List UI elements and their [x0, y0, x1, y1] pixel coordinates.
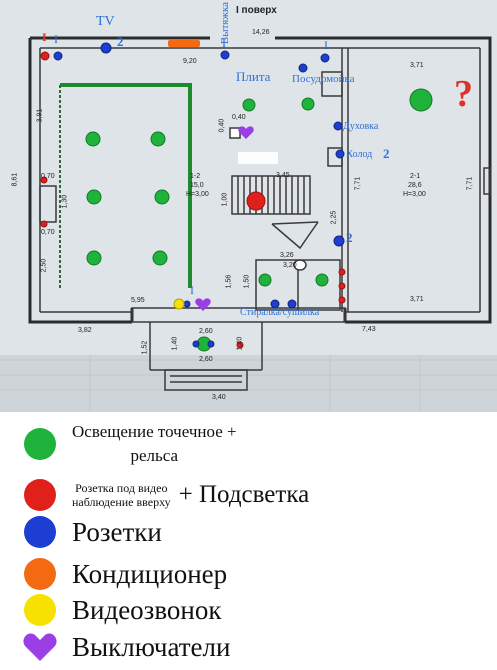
legend-label: Розетка под видео — [75, 481, 168, 495]
dim-label: 3,45 — [276, 172, 290, 179]
dim-label: 3,20 — [283, 262, 297, 269]
dim-label: 3,71 — [410, 296, 424, 303]
dim-label: 2,60 — [199, 328, 213, 335]
dim-label: 3,91 — [36, 108, 44, 123]
legend-label: рельса — [130, 446, 179, 465]
dim-label: 5,95 — [131, 297, 145, 304]
legend-item-lighting: Освещение точечное + рельса — [22, 420, 237, 468]
dim-label: 3,26 — [280, 252, 294, 259]
dim-label: 2,60 — [199, 356, 213, 363]
mark-2: I — [54, 32, 58, 46]
dim-label: 0,70 — [41, 173, 55, 180]
floor-plan-drawing — [0, 36, 497, 412]
mark-4: I — [324, 38, 328, 52]
question-mark: ? — [454, 73, 473, 115]
dim-label: 7,71 — [466, 176, 474, 191]
dim-label: 7,71 — [354, 176, 362, 191]
fridge-label: Холод — [346, 149, 373, 160]
legend-label: наблюдение вверху — [72, 495, 171, 509]
dim-label: 15,0 — [190, 182, 204, 189]
dim-label: 1,50 — [243, 274, 251, 289]
legend-label-extra: + Подсветка — [178, 481, 310, 508]
stove-label: Плита — [236, 69, 271, 84]
blue-circle-icon — [24, 516, 56, 548]
green-circle-icon — [24, 428, 56, 460]
fridge-number-label: 2 — [383, 146, 390, 161]
dim-label: 1,40 — [236, 336, 244, 351]
dim-label: 28,6 — [408, 182, 422, 189]
mark-5: I — [190, 283, 194, 297]
dim-label: 1,30 — [61, 194, 69, 209]
red-mark: I — [42, 30, 47, 44]
purple-heart-icon — [23, 633, 57, 661]
right-number-label: 2 — [346, 230, 353, 245]
dim-label: H=3,00 — [186, 191, 209, 198]
tv-label: TV — [96, 14, 115, 29]
dim-label: 2,25 — [330, 210, 338, 225]
dim-label: 0,40 — [232, 114, 246, 121]
dim-label: 1,00 — [221, 192, 229, 207]
legend-label: Кондиционер — [72, 558, 228, 589]
yellow-circle-icon — [24, 594, 56, 626]
orange-circle-icon — [24, 558, 56, 590]
dim-label: H=3,00 — [403, 191, 426, 198]
dim-label: 1-2 — [190, 173, 201, 180]
dim-label: 14,26 — [252, 29, 270, 36]
dishwasher-label: Посудомойка — [292, 73, 355, 85]
legend-item-red-socket: Розетка под видео наблюдение вверху + По… — [22, 477, 309, 513]
mark-3: I — [222, 36, 226, 50]
legend-label: Освещение точечное + — [72, 422, 237, 441]
dim-label: 3,82 — [78, 327, 92, 334]
laundry-label: Стиралка/сушилка — [240, 307, 320, 318]
legend-label: Видеозвонок — [72, 594, 222, 625]
dim-label: 9,20 — [183, 58, 197, 65]
legend-item-switches: Выключатели — [22, 630, 230, 664]
floor-plan: I поверх TV 2 Вытяжка Плита Посудомойка … — [0, 0, 497, 412]
legend-label: Выключатели — [72, 631, 231, 662]
legend-item-sockets: Розетки — [22, 514, 162, 550]
dim-label: 2-1 — [410, 173, 421, 180]
legend-item-ac: Кондиционер — [22, 556, 227, 592]
dim-label: 8,61 — [11, 172, 19, 187]
dim-label: 3,40 — [212, 394, 226, 401]
dim-label: 0,40 — [218, 118, 226, 133]
dim-label: 0,70 — [41, 229, 55, 236]
floor-title: I поверх — [236, 5, 277, 16]
red-circle-icon — [24, 479, 56, 511]
dim-label: 1,52 — [141, 340, 149, 355]
legend-item-doorbell: Видеозвонок — [22, 592, 221, 628]
dim-label: 3,71 — [410, 62, 424, 69]
dim-label: 1,56 — [225, 274, 233, 289]
legend-label: Розетки — [72, 516, 162, 547]
oven-label: Духовка — [343, 121, 379, 132]
tv-number-label: 2 — [117, 34, 124, 49]
dim-label: 2,50 — [40, 258, 48, 273]
dim-label: 7,43 — [362, 326, 376, 333]
dim-label: 1,40 — [171, 336, 179, 351]
